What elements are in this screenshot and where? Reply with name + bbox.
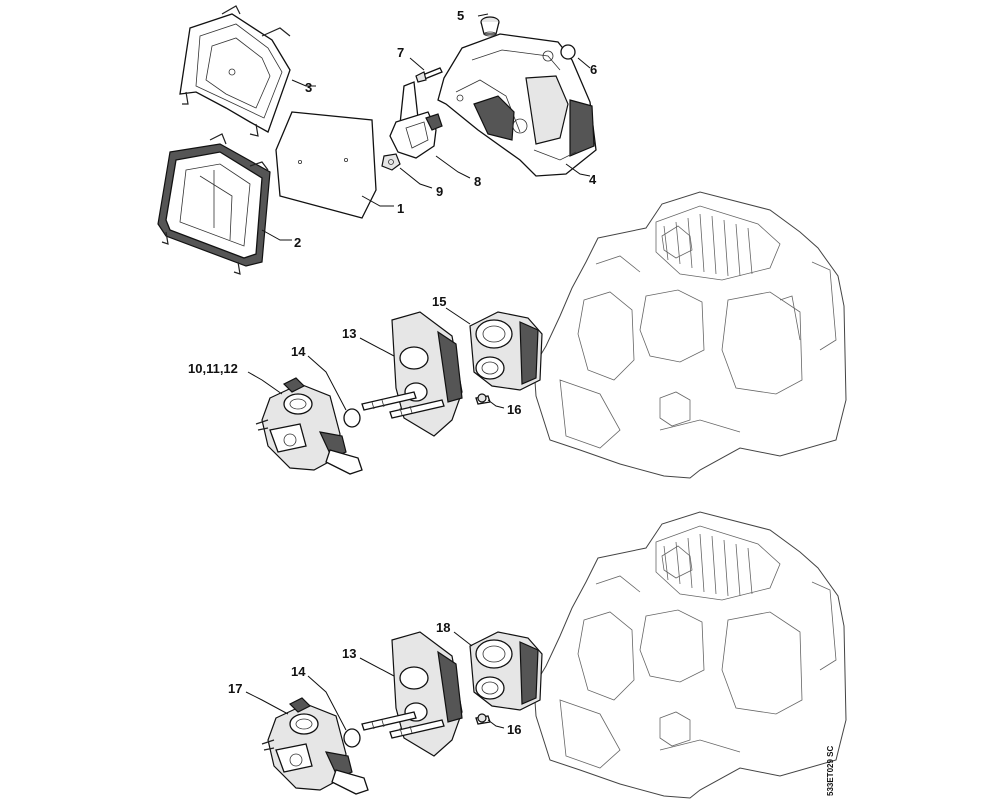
part-8-choke-lever — [389, 81, 443, 159]
callout-3: 3 — [305, 80, 312, 95]
callout-labels-middle: 15 13 14 10,11,12 16 — [188, 294, 521, 417]
part-15-intake-manifold — [469, 311, 543, 391]
callout-7: 7 — [397, 45, 404, 60]
part-18-intake-manifold — [469, 631, 543, 711]
part-4-shroud — [437, 33, 597, 177]
part-10-11-12-carburetor — [255, 377, 363, 475]
callout-labels-top: 3 1 2 5 6 7 8 9 4 — [294, 8, 597, 250]
callout-1: 1 — [397, 201, 404, 216]
callout-6: 6 — [590, 62, 597, 77]
callout-17: 17 — [228, 681, 242, 696]
callout-8: 8 — [474, 174, 481, 189]
leader-lines — [245, 13, 591, 731]
callout-13-bottom: 13 — [342, 646, 356, 661]
callout-14-bottom: 14 — [291, 664, 306, 679]
part-1-filter-plate — [275, 111, 377, 219]
part-5-grommet — [480, 16, 500, 37]
part-6-o-ring — [560, 44, 576, 60]
callout-16-bottom: 16 — [507, 722, 521, 737]
part-3-filter-housing — [179, 5, 291, 137]
studs-bottom — [361, 711, 445, 739]
callout-18: 18 — [436, 620, 450, 635]
callout-labels-bottom: 18 13 14 17 16 — [228, 620, 521, 737]
part-13-intake-flange — [391, 311, 463, 437]
callout-5: 5 — [457, 8, 464, 23]
part-16-screw-bottom — [475, 713, 491, 725]
callout-15: 15 — [432, 294, 446, 309]
part-13-intake-flange-bottom — [391, 631, 463, 757]
studs-middle — [361, 391, 445, 419]
callout-10-11-12: 10,11,12 — [188, 361, 238, 376]
part-9-nut — [381, 153, 401, 171]
callout-9: 9 — [436, 184, 443, 199]
part-16-screw — [475, 393, 491, 405]
callout-13: 13 — [342, 326, 356, 341]
callout-4: 4 — [589, 172, 597, 187]
callout-14: 14 — [291, 344, 306, 359]
part-17-carburetor — [261, 697, 369, 795]
part-2-filter-element — [157, 133, 271, 275]
engine-block-bottom — [533, 511, 847, 799]
part-7-screw — [415, 67, 443, 83]
drawing-code: 533ET029 SC — [826, 746, 835, 796]
part-14-gasket — [343, 408, 361, 428]
callout-2: 2 — [294, 235, 301, 250]
callout-16: 16 — [507, 402, 521, 417]
part-14-gasket-bottom — [343, 728, 361, 748]
engine-block-middle — [533, 191, 847, 479]
